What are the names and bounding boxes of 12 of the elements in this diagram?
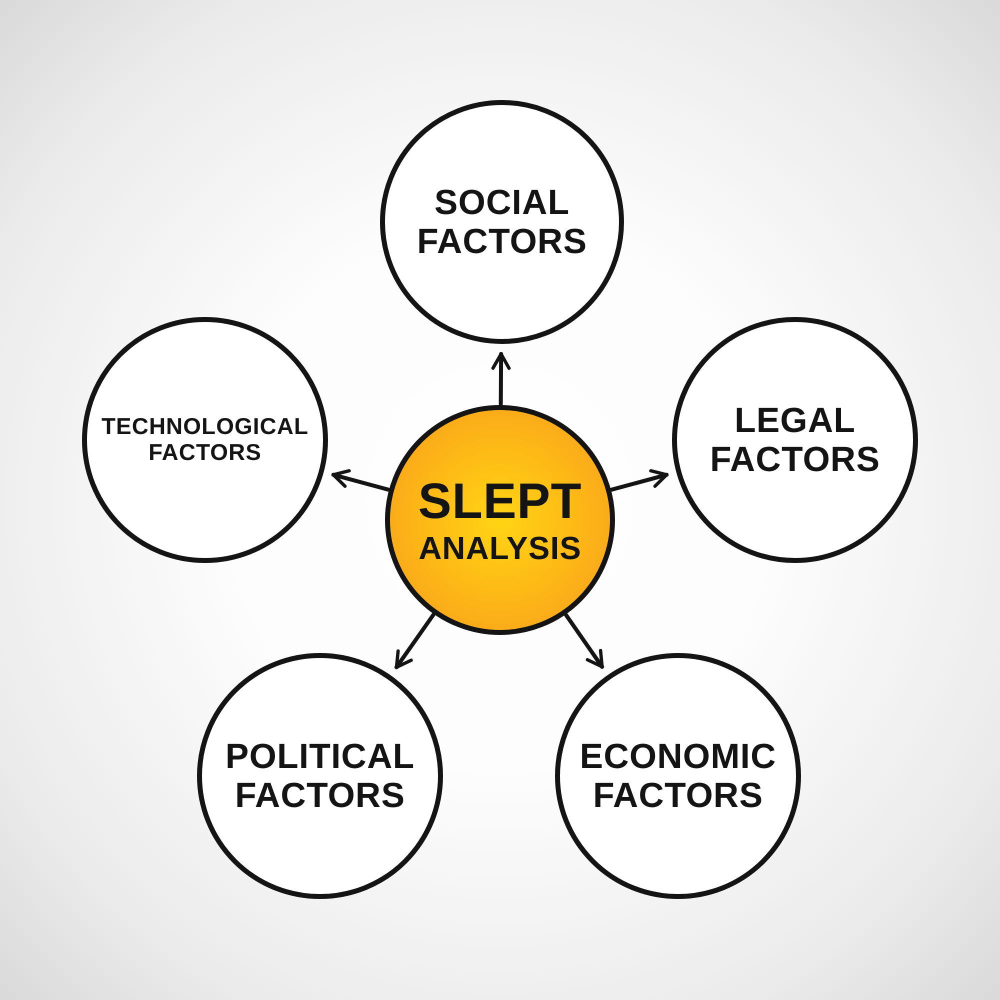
node-label: POLITICAL FACTORS bbox=[224, 736, 416, 816]
arrow bbox=[394, 612, 436, 670]
node-label: TECHNOLOGICAL FACTORS bbox=[100, 414, 310, 466]
node-title: SLEPT bbox=[418, 473, 582, 530]
node-label: SOCIAL FACTORS bbox=[416, 182, 588, 262]
node-subtitle: ANALYSIS bbox=[418, 531, 582, 567]
arrow bbox=[331, 469, 390, 492]
node-label: LEGAL FACTORS bbox=[708, 400, 882, 480]
arrow bbox=[491, 352, 511, 406]
arrow bbox=[610, 469, 669, 492]
node-label: ECONOMIC FACTORS bbox=[578, 736, 778, 816]
arrow bbox=[564, 613, 604, 669]
